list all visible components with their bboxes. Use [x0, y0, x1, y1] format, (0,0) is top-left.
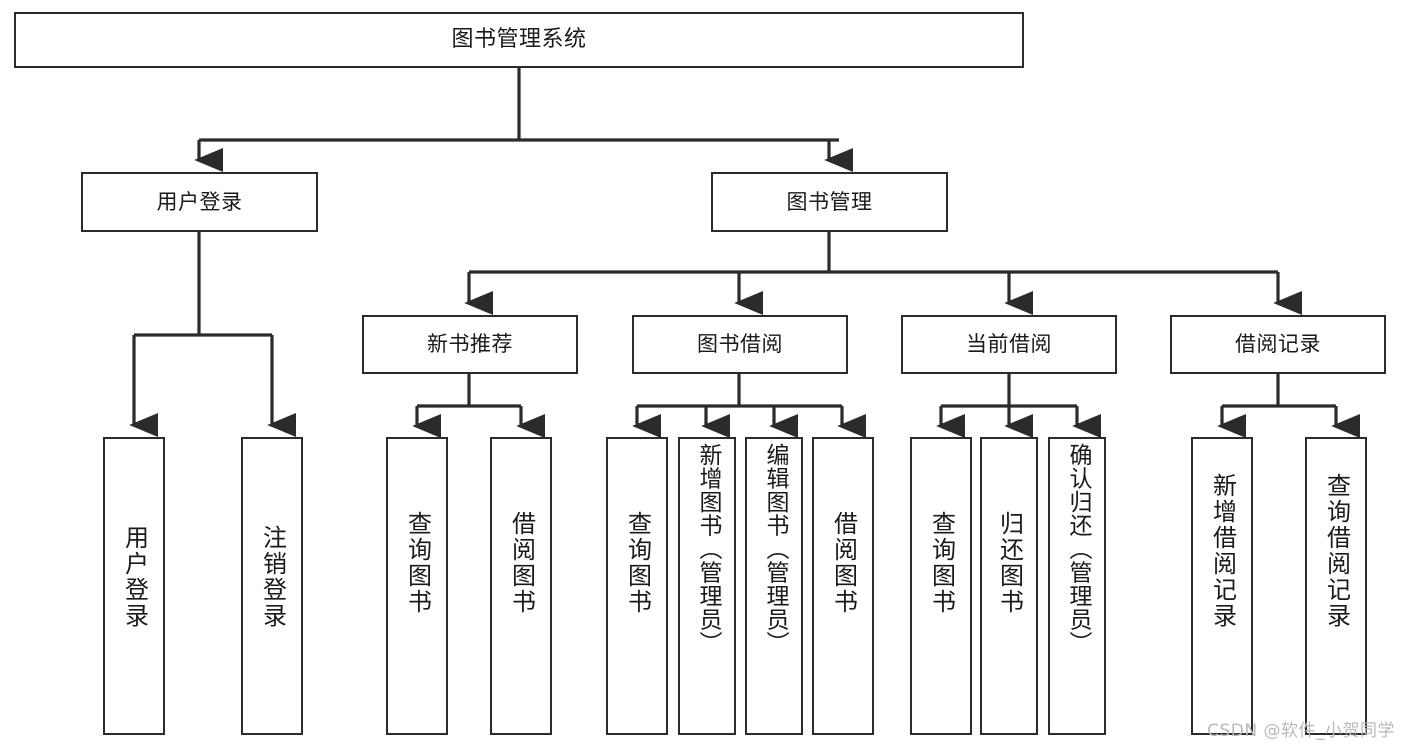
- node-label: 查询借阅记录: [1322, 473, 1351, 629]
- node-label: 借阅记录: [1235, 332, 1321, 357]
- node-label: 确认归还（管理员）: [1064, 443, 1091, 655]
- leaf-user-login[interactable]: 用户登录: [103, 437, 165, 735]
- node-label: 借阅图书: [829, 511, 858, 615]
- leaf-query-book-recommend[interactable]: 查询图书: [386, 437, 448, 735]
- node-label: 新增借阅记录: [1208, 473, 1237, 629]
- leaf-borrow-book-borrow[interactable]: 借阅图书: [812, 437, 874, 735]
- node-label: 注销登录: [258, 525, 287, 629]
- node-label: 借阅图书: [507, 511, 536, 615]
- leaf-add-book-admin[interactable]: 新增图书（管理员）: [678, 437, 736, 735]
- node-label: 图书管理系统: [451, 27, 587, 53]
- node-label: 归还图书: [995, 511, 1024, 615]
- node-book-borrow[interactable]: 图书借阅: [632, 315, 848, 374]
- csdn-watermark: CSDN @软件_小贺同学: [1207, 721, 1395, 741]
- node-borrow-record[interactable]: 借阅记录: [1170, 315, 1386, 374]
- node-label: 查询图书: [623, 511, 652, 615]
- node-label: 图书借阅: [697, 332, 783, 357]
- leaf-logout-login[interactable]: 注销登录: [241, 437, 303, 735]
- node-label: 编辑图书（管理员）: [761, 443, 788, 655]
- node-label: 查询图书: [927, 511, 956, 615]
- node-label: 图书管理: [786, 189, 873, 214]
- node-current-borrow[interactable]: 当前借阅: [901, 315, 1117, 374]
- node-label: 用户登录: [120, 525, 149, 629]
- leaf-query-book-borrow[interactable]: 查询图书: [606, 437, 668, 735]
- node-user-login[interactable]: 用户登录: [81, 172, 318, 232]
- leaf-query-book-current[interactable]: 查询图书: [910, 437, 972, 735]
- leaf-confirm-return-admin[interactable]: 确认归还（管理员）: [1048, 437, 1106, 735]
- node-label: 用户登录: [156, 189, 243, 214]
- node-label: 查询图书: [403, 511, 432, 615]
- node-root-book-management-system[interactable]: 图书管理系统: [14, 12, 1024, 68]
- leaf-borrow-book-recommend[interactable]: 借阅图书: [490, 437, 552, 735]
- leaf-add-borrow-record[interactable]: 新增借阅记录: [1191, 437, 1253, 735]
- node-label: 新增图书（管理员）: [694, 443, 721, 655]
- leaf-edit-book-admin[interactable]: 编辑图书（管理员）: [745, 437, 803, 735]
- node-label: 新书推荐: [427, 332, 513, 357]
- leaf-query-borrow-record[interactable]: 查询借阅记录: [1305, 437, 1367, 735]
- node-new-book-recommend[interactable]: 新书推荐: [362, 315, 578, 374]
- node-book-management[interactable]: 图书管理: [711, 172, 948, 232]
- node-label: 当前借阅: [966, 332, 1052, 357]
- leaf-return-book[interactable]: 归还图书: [980, 437, 1038, 735]
